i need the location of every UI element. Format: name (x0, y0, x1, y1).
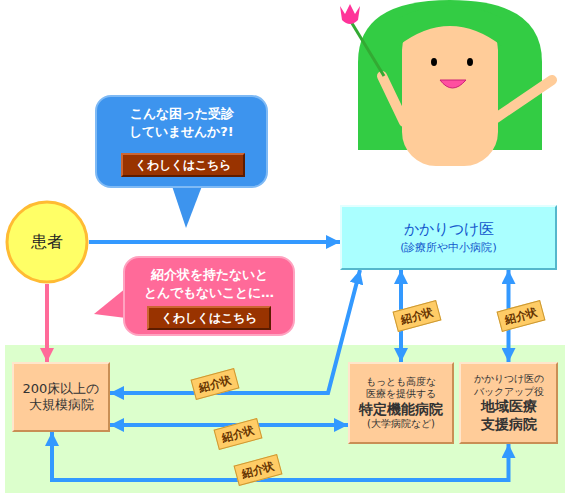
node-text: こんな困った受診 していませんか?! (105, 105, 258, 140)
clinic-box: かかりつけ医(診療所や中小病院) (340, 205, 557, 270)
hospital-box: もっとも高度な 医療を提供する特定機能病院(大学病院など) (348, 362, 454, 444)
node-text: かかりつけ医 (404, 219, 494, 240)
node-text: 特定機能病院 (359, 401, 443, 419)
circle-outline (7, 202, 87, 282)
callout-bubble: 紹介状を持たないと とんでもないことに… くわしくはこちら (123, 256, 295, 336)
node-text: (大学病院など) (367, 418, 435, 431)
mascot-face (402, 16, 498, 166)
hospital-box: かかりつけ医の バックアップ役地域医療 支援病院 (459, 362, 558, 444)
link-button: くわしくはこちら (147, 306, 271, 330)
mascot-eye (431, 58, 437, 66)
mascot-figure (340, 0, 552, 166)
node-text: もっとも高度な 医療を提供する (352, 376, 450, 401)
patient-circle: 患者 (5, 200, 89, 284)
mascot-mouth (440, 80, 466, 88)
node-text: 患者 (31, 232, 63, 253)
mascot-arm (382, 76, 404, 122)
node-text: 200床以上の 大規模病院 (16, 381, 106, 414)
edge-label: 紹介状 (393, 300, 442, 332)
edge-label: 紹介状 (191, 368, 240, 400)
edge-label: 紹介状 (234, 454, 283, 486)
tulip-flower (340, 4, 360, 24)
referral-arrow (45, 284, 49, 362)
mascot-arm (496, 80, 552, 118)
edge-label: 紹介状 (497, 300, 546, 332)
tulip-stem (350, 20, 384, 76)
bubble-tail (94, 288, 126, 318)
mascot-bangs (398, 5, 502, 46)
bubble-tail (172, 186, 202, 228)
node-text: 地域医療 支援病院 (463, 398, 554, 433)
referral-arrow (89, 240, 340, 244)
node-text: くわしくはこちら (161, 310, 257, 326)
edge-label: 紹介状 (214, 418, 263, 450)
hospital-band (5, 345, 565, 493)
node-text: 紹介状を持たないと とんでもないことに… (133, 266, 285, 301)
hospital-box: 200床以上の 大規模病院 (12, 362, 110, 432)
callout-bubble: こんな困った受診 していませんか?! くわしくはこちら (95, 95, 268, 188)
node-text: かかりつけ医の バックアップ役 (463, 373, 554, 398)
mascot-eye (467, 58, 473, 66)
link-button: くわしくはこちら (121, 153, 245, 177)
node-text: くわしくはこちら (135, 157, 231, 173)
node-text: (診療所や中小病院) (400, 240, 497, 255)
